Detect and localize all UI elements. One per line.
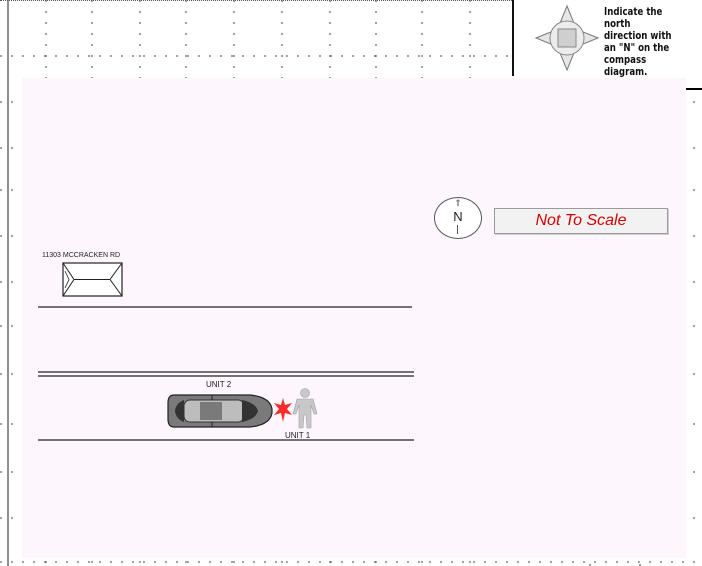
unit-1-label: UNIT 1 xyxy=(285,431,311,440)
scale-note: Not To Scale xyxy=(494,208,668,234)
diagram-canvas[interactable] xyxy=(22,78,686,558)
divider-bar xyxy=(686,88,702,90)
north-tail xyxy=(457,225,458,234)
compass-rose-icon[interactable] xyxy=(534,4,600,72)
impact-marker-icon xyxy=(274,398,292,422)
north-indicator[interactable]: ⇑ N xyxy=(434,197,482,239)
top-border xyxy=(0,0,512,2)
unit-2-label: UNIT 2 xyxy=(206,380,232,389)
compass-legend: Indicate the north direction with an "N"… xyxy=(512,0,702,78)
building-address-label: 11303 MCCRACKEN RD xyxy=(42,252,121,259)
north-arrow-icon: ⇑ xyxy=(454,198,462,208)
pedestrian-unit-1[interactable] xyxy=(288,388,322,430)
north-letter: N xyxy=(453,209,463,224)
vehicle-unit-2[interactable] xyxy=(166,391,276,431)
compass-instructions: Indicate the north direction with an "N"… xyxy=(604,6,672,78)
building-icon[interactable] xyxy=(62,262,124,298)
